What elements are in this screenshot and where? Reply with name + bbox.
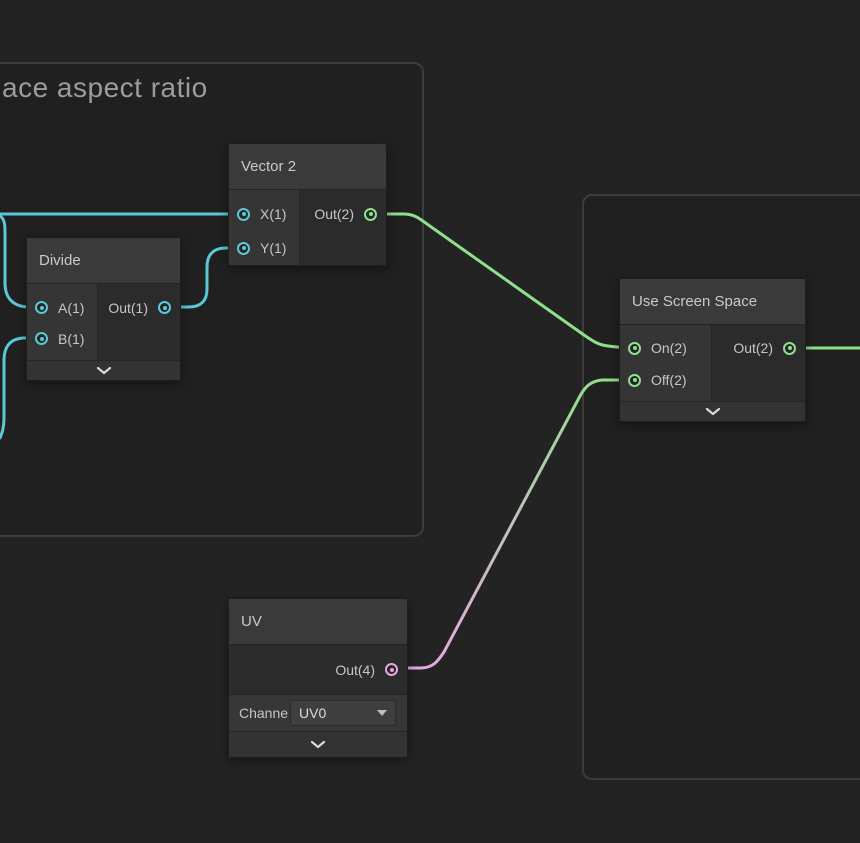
port-label: Out(1) <box>108 299 148 316</box>
edge-uv-out-to-off[interactable] <box>398 378 628 670</box>
edge-vector2-out-to-on[interactable] <box>376 212 628 350</box>
port-label: B(1) <box>58 330 85 347</box>
port-out-output[interactable] <box>385 663 398 676</box>
node-body: On(2) Off(2) Out(2) <box>620 325 805 401</box>
node-vector2[interactable]: Vector 2 X(1) Y(1) Out(2) <box>228 143 387 266</box>
port-label: Off(2) <box>651 372 687 388</box>
node-title: Divide <box>39 252 81 269</box>
node-header: UV <box>229 599 407 645</box>
port-label: Y(1) <box>260 240 287 256</box>
input-ports: A(1) B(1) <box>27 284 97 360</box>
port-label: Out(4) <box>335 661 375 678</box>
chevron-down-icon <box>705 407 720 415</box>
port-row: X(1) <box>229 197 299 231</box>
collapse-button[interactable] <box>620 401 805 421</box>
collapse-button[interactable] <box>27 360 180 380</box>
channel-dropdown[interactable]: UV0 <box>290 700 397 726</box>
input-ports: On(2) Off(2) <box>620 325 711 401</box>
node-title: Use Screen Space <box>632 293 758 310</box>
edge-divide-out-to-vector2-y[interactable] <box>171 246 238 309</box>
node-title: Vector 2 <box>241 158 297 175</box>
output-ports: Out(4) <box>229 645 407 695</box>
port-y-input[interactable] <box>237 241 250 255</box>
port-x-input[interactable] <box>237 207 250 221</box>
port-off-input[interactable] <box>628 373 641 387</box>
edge-to-divide-a[interactable] <box>0 214 37 309</box>
channel-property-row: Channe UV0 <box>229 695 407 731</box>
port-out-output[interactable] <box>158 301 171 314</box>
node-header: Divide <box>27 238 180 284</box>
port-row: B(1) <box>27 323 97 354</box>
port-a-input[interactable] <box>35 301 48 314</box>
node-body: X(1) Y(1) Out(2) <box>229 190 386 265</box>
port-on-input[interactable] <box>628 341 641 355</box>
edge-to-divide-b[interactable] <box>0 336 37 440</box>
port-b-input[interactable] <box>35 332 48 345</box>
port-row: Out(2) <box>314 197 386 231</box>
port-row: Out(1) <box>108 292 180 323</box>
port-row: Out(2) <box>733 332 805 364</box>
port-row: Y(1) <box>229 231 299 265</box>
node-title: UV <box>241 613 262 630</box>
port-out-output[interactable] <box>783 341 796 355</box>
port-label: Out(2) <box>733 340 773 356</box>
node-header: Use Screen Space <box>620 279 805 325</box>
port-label: On(2) <box>651 340 687 356</box>
input-ports: X(1) Y(1) <box>229 190 299 265</box>
collapse-button[interactable] <box>229 731 407 757</box>
output-ports: Out(2) <box>299 190 386 265</box>
node-header: Vector 2 <box>229 144 386 190</box>
port-row: On(2) <box>620 332 711 364</box>
group-title: ace aspect ratio <box>2 72 208 103</box>
channel-label: Channe <box>239 705 289 721</box>
port-out-output[interactable] <box>364 207 377 221</box>
output-ports: Out(2) <box>711 325 805 401</box>
node-use-screen-space[interactable]: Use Screen Space On(2) Off(2) Out(2) <box>619 278 806 422</box>
node-uv[interactable]: UV Out(4) Channe UV0 <box>228 598 408 758</box>
chevron-down-icon <box>96 366 111 374</box>
chevron-down-icon <box>310 740 326 748</box>
node-divide[interactable]: Divide A(1) B(1) Out(1) <box>26 237 181 381</box>
node-body: A(1) B(1) Out(1) <box>27 284 180 360</box>
port-row: Off(2) <box>620 364 711 396</box>
port-label: Out(2) <box>314 206 354 222</box>
channel-dropdown-value: UV0 <box>299 705 327 721</box>
output-ports: Out(1) <box>97 284 180 360</box>
port-label: A(1) <box>58 299 85 316</box>
triangle-down-icon <box>377 710 388 716</box>
port-row: A(1) <box>27 292 97 323</box>
port-label: X(1) <box>260 206 287 222</box>
